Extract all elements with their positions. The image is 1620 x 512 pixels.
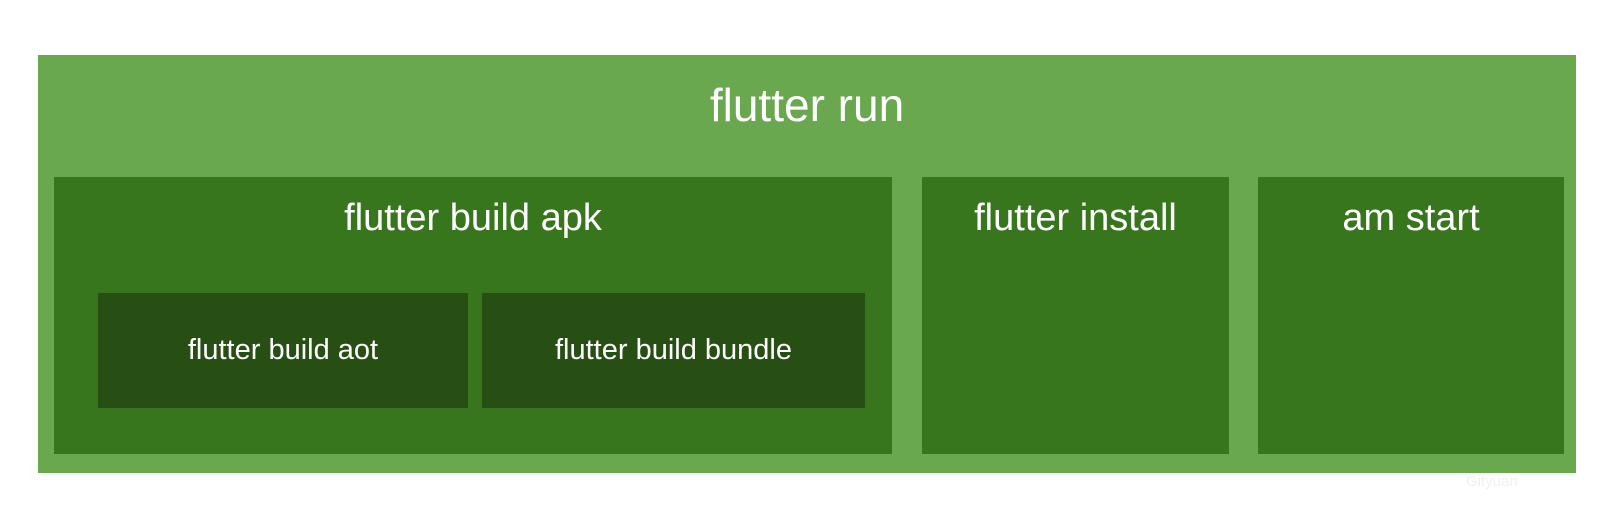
flutter-build-apk-label: flutter build apk — [344, 197, 602, 239]
am-start-box: am start — [1258, 177, 1564, 454]
flutter-build-apk-box: flutter build apk flutter build aot flut… — [54, 177, 892, 454]
flutter-build-bundle-label: flutter build bundle — [555, 334, 792, 366]
flutter-install-box: flutter install — [922, 177, 1229, 454]
flutter-build-bundle-box: flutter build bundle — [482, 293, 865, 408]
flutter-run-box: flutter run flutter build apk flutter bu… — [38, 55, 1576, 473]
flutter-build-aot-box: flutter build aot — [98, 293, 468, 408]
am-start-label: am start — [1342, 197, 1480, 239]
flutter-build-aot-label: flutter build aot — [187, 334, 379, 366]
flutter-run-label: flutter run — [709, 79, 905, 131]
watermark-text: Gityuan — [1466, 473, 1518, 490]
flutter-install-label: flutter install — [974, 197, 1177, 239]
